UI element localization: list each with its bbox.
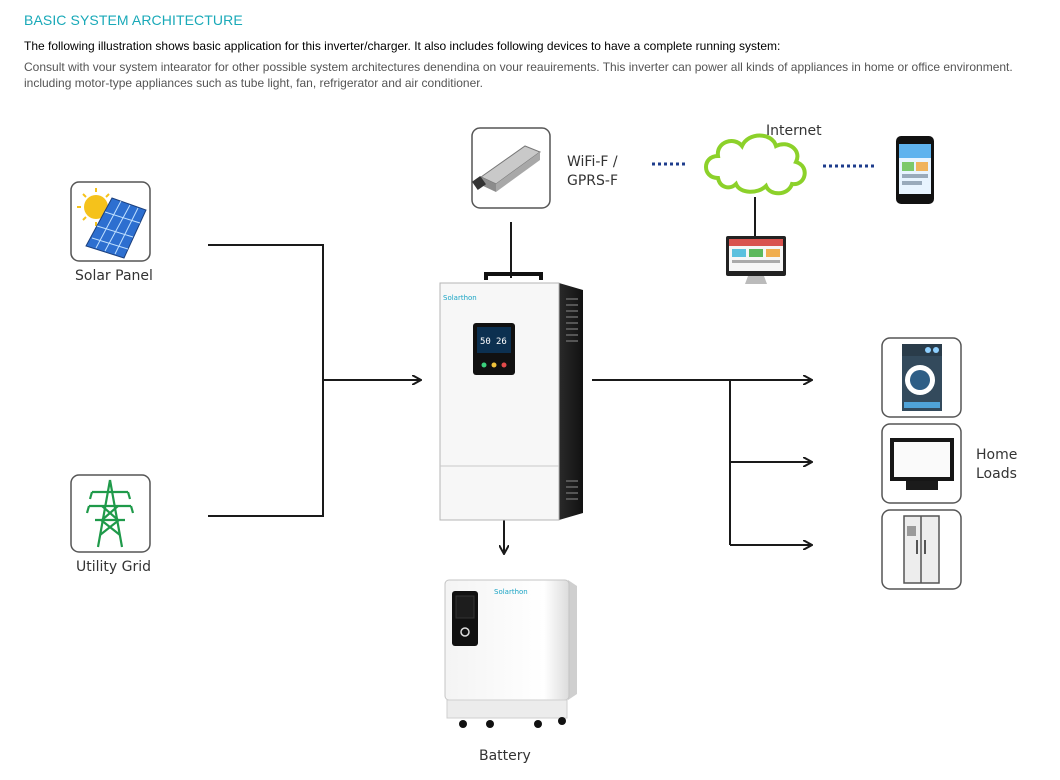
washing-machine-icon [881,337,962,418]
inverter-screen-right: 26 [496,337,507,347]
tv-icon [881,423,962,504]
solar-panel-icon [70,181,151,262]
inverter-brand: Solarthon [443,294,477,302]
intro-text: The following illustration shows basic a… [24,39,781,53]
page-title: BASIC SYSTEM ARCHITECTURE [24,12,243,28]
smartphone-icon [896,136,934,204]
desktop-monitor-icon [726,236,786,284]
home-loads-label-line2: Loads [976,466,1017,482]
battery-label: Battery [479,748,531,764]
wifi-label-line1: WiFi-F / [567,154,618,170]
solar-panel-label: Solar Panel [75,268,153,284]
internet-label: Internet [766,123,822,139]
inverter-screen-left: 50 [480,337,491,347]
utility-grid-icon [70,474,151,553]
dotted-links [652,162,874,168]
description-text: Consult with vour system intearator for … [24,60,1013,74]
home-loads-label-line1: Home [976,447,1018,463]
solar-wire [208,244,324,517]
battery-brand: Solarthon [494,588,528,596]
internet-cloud-icon [704,133,807,196]
wifi-label-line2: GPRS-F [567,173,619,189]
utility-grid-label: Utility Grid [76,559,152,575]
wifi-module-icon [471,127,551,209]
description-text-continued: including motor-type appliances such as … [24,76,483,90]
refrigerator-icon [881,509,962,590]
battery-unit [444,579,577,728]
inverter-unit [439,272,583,521]
